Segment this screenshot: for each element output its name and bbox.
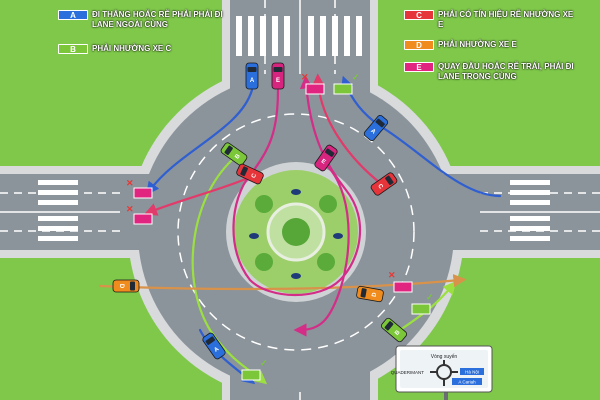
legend-text: PHẢI NHƯỜNG XE C — [92, 44, 172, 53]
car-letter: E — [276, 78, 280, 84]
car-c: C — [236, 163, 264, 185]
car-b: B — [381, 317, 407, 343]
flag-cross-3: ✕ — [126, 204, 153, 225]
legend-text: QUAY ĐẦU HOẶC RẼ TRÁI, PHẢI ĐI LANE TRON… — [438, 62, 574, 81]
sign-right-text: Hà Nội — [465, 370, 479, 375]
crosswalk-east — [510, 180, 550, 241]
car-letter: C — [251, 172, 259, 179]
svg-text:✕: ✕ — [126, 204, 134, 214]
legend-tag: E — [404, 62, 434, 72]
car-letter: A — [369, 128, 377, 136]
legend-tag: D — [404, 40, 434, 50]
svg-text:✓: ✓ — [426, 292, 434, 302]
svg-text:✓: ✓ — [260, 358, 268, 368]
flag-check-2: ✓ — [411, 292, 434, 315]
road-sign: Vòng xuyến QUADERIMANT Hà Nội A Cariah — [391, 345, 493, 400]
car-e: E — [271, 62, 285, 90]
flag-check-3: ✓ — [241, 358, 268, 381]
car-c: C — [370, 172, 398, 196]
path-b-2 — [398, 280, 457, 332]
crosswalk-west — [38, 180, 78, 241]
path-b-1 — [191, 158, 268, 385]
legend-item-left-a: A ĐI THẲNG HOẶC RẼ PHẢI PHẢI ĐI LANE NGOÀ… — [58, 10, 226, 30]
svg-text:✕: ✕ — [126, 178, 134, 188]
flag-cross-4: ✕ — [388, 270, 413, 293]
car-letter: C — [376, 183, 384, 191]
sign-top-text: Vòng xuyến — [431, 354, 458, 360]
flag-cross-1: ✕ — [301, 72, 325, 95]
car-letter: A — [213, 346, 221, 354]
flag-check-1: ✓ — [333, 72, 360, 95]
car-letter: B — [394, 329, 402, 337]
car-a: A — [363, 115, 389, 141]
legend-item-right-c: C PHẢI CÓ TÍN HIỆU RẼ NHƯỜNG XE E — [404, 10, 580, 30]
svg-text:✓: ✓ — [352, 72, 360, 82]
path-e-2 — [293, 158, 350, 337]
legend-tag: B — [58, 44, 88, 54]
legend-text: PHẢI NHƯỜNG XE E — [438, 40, 517, 49]
car-d: D — [112, 279, 140, 293]
legend-tag: C — [404, 10, 434, 20]
car-a: A — [245, 62, 259, 90]
car-a: A — [202, 332, 226, 360]
cars: A E A B C E C D D B A — [112, 62, 407, 360]
car-b: B — [220, 142, 248, 166]
legend-tag: A — [58, 10, 88, 20]
path-a-east — [341, 75, 502, 198]
car-letter: A — [250, 78, 255, 84]
legend-item-left-b: B PHẢI NHƯỜNG XE C — [58, 44, 226, 54]
car-letter: D — [372, 292, 379, 298]
path-c-1 — [143, 176, 250, 216]
central-island — [226, 162, 366, 302]
legend-item-right-d: D PHẢI NHƯỜNG XE E — [404, 40, 580, 50]
crosswalk-north — [236, 16, 362, 56]
car-letter: D — [118, 284, 124, 289]
path-a-north — [146, 88, 254, 196]
svg-text:✕: ✕ — [388, 270, 396, 280]
legend-text: ĐI THẲNG HOẶC RẼ PHẢI PHẢI ĐI LANE NGOÀI… — [92, 10, 223, 29]
crosswalks — [38, 16, 550, 241]
flag-cross-2: ✕ — [126, 178, 153, 199]
car-letter: E — [320, 158, 327, 165]
car-d: D — [356, 285, 384, 303]
car-letter: B — [234, 153, 242, 161]
legend-text: PHẢI CÓ TÍN HIỆU RẼ NHƯỜNG XE E — [438, 10, 574, 29]
legend-item-right-e: E QUAY ĐẦU HOẶC RẼ TRÁI, PHẢI ĐI LANE TRO… — [404, 62, 580, 82]
sign-bottom-text: A Cariah — [458, 380, 476, 385]
car-e: E — [314, 144, 338, 172]
status-flags: ✕ ✓ ✕ ✕ ✕ ✓ ✓ — [126, 72, 434, 381]
svg-text:✕: ✕ — [301, 72, 309, 82]
sign-left-text: QUADERIMANT — [391, 370, 425, 375]
